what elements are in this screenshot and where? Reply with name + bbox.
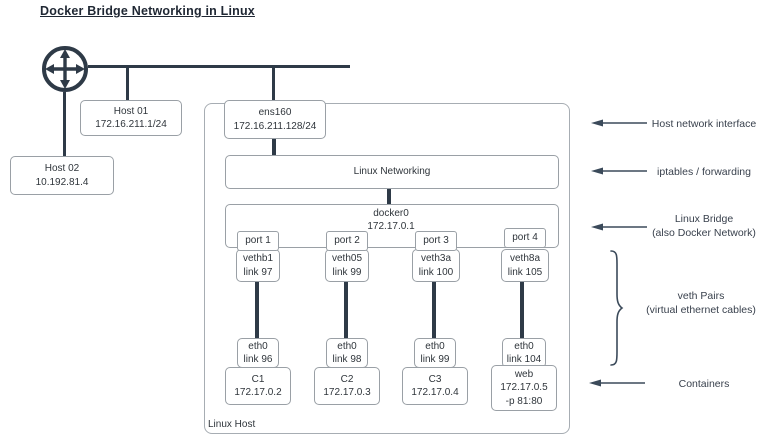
container-c3-node: C3 172.17.0.4: [402, 367, 468, 405]
veth-host-end-2-node: veth05 link 99: [325, 249, 369, 282]
veth-container-end-2-node: eth0 link 98: [326, 338, 368, 368]
eth0-3-name: eth0: [425, 340, 445, 352]
eth0-1-name: eth0: [248, 340, 268, 352]
annotation-containers-label: Containers: [678, 378, 730, 390]
container-web-name: web: [514, 369, 534, 381]
eth0-1-link: link 96: [243, 354, 273, 365]
annotation-host-interface-label: Host network interface: [651, 118, 757, 130]
container-web-ip: 172.17.0.5: [500, 382, 548, 394]
host02-ip: 10.192.81.4: [35, 176, 89, 188]
curly-brace-icon: [610, 250, 624, 366]
veth-2-name: veth05: [331, 253, 363, 265]
port-2-node: port 2: [326, 231, 368, 251]
host01-node: Host 01 172.16.211.1/24: [80, 100, 182, 136]
port-1-node: port 1: [237, 231, 279, 251]
container-c3-ip: 172.17.0.4: [411, 387, 459, 398]
veth-host-end-4-node: veth8a link 105: [501, 249, 549, 282]
eth0-4-link: link 104: [506, 354, 542, 365]
ens160-node: ens160 172.16.211.128/24: [224, 100, 326, 139]
annotation-bridge-label: Linux Bridge (also Docker Network): [652, 213, 756, 240]
veth-container-end-1-node: eth0 link 96: [237, 338, 279, 368]
linux-host-box: [204, 103, 570, 434]
veth-cable-3: [432, 279, 436, 339]
veth-host-end-1-node: vethb1 link 97: [236, 249, 280, 282]
veth-cable-2: [344, 279, 348, 339]
annotation-veth-pairs-label: veth Pairs (virtual ethernet cables): [646, 290, 756, 317]
port-3-label: port 3: [423, 235, 449, 247]
linux-networking-node: Linux Networking: [225, 155, 559, 189]
host01-ip: 172.16.211.1/24: [95, 119, 167, 130]
container-c2-ip: 172.17.0.3: [323, 387, 371, 398]
docker0-node: [225, 204, 559, 248]
annotation-iptables-label: iptables / forwarding: [657, 166, 751, 178]
container-c3-name: C3: [428, 373, 442, 385]
docker0-name: docker0: [373, 208, 409, 219]
eth0-3-link: link 99: [420, 354, 450, 365]
container-c2-name: C2: [340, 373, 354, 385]
router-icon: [42, 46, 88, 92]
container-c1-node: C1 172.17.0.2: [225, 367, 291, 405]
port-3-node: port 3: [415, 231, 457, 251]
docker0-ip: 172.17.0.1: [367, 221, 415, 233]
left-arrow-icon: [591, 119, 647, 127]
host02-node: Host 02 10.192.81.4: [10, 156, 114, 195]
ens160-ip: 172.16.211.128/24: [233, 120, 317, 132]
networking-to-bridge-line: [387, 186, 391, 205]
linux-host-label: Linux Host: [208, 419, 256, 430]
port-4-node: port 4: [504, 228, 546, 248]
port-2-label: port 2: [334, 235, 360, 247]
veth-3-link: link 100: [418, 266, 454, 278]
trunk-line: [88, 65, 350, 68]
left-arrow-icon: [589, 379, 645, 387]
veth-3-name: veth3a: [420, 253, 452, 265]
eth0-4-name: eth0: [514, 340, 534, 352]
veth-1-name: vethb1: [242, 253, 274, 265]
eth0-2-name: eth0: [337, 340, 357, 352]
page-title: Docker Bridge Networking in Linux: [40, 4, 255, 18]
veth-host-end-3-node: veth3a link 100: [412, 249, 460, 282]
container-c1-ip: 172.17.0.2: [234, 387, 282, 398]
container-web-node: web 172.17.0.5 -p 81:80: [491, 365, 557, 411]
host01-uplink-line: [126, 65, 129, 100]
eth0-2-link: link 98: [332, 354, 362, 365]
linux-networking-label: Linux Networking: [353, 166, 431, 178]
left-arrow-icon: [591, 167, 647, 175]
container-c2-node: C2 172.17.0.3: [314, 367, 380, 405]
host01-name: Host 01: [113, 105, 149, 117]
veth-cable-4: [520, 279, 524, 339]
left-arrow-icon: [591, 223, 647, 231]
veth-4-link: link 105: [507, 266, 543, 278]
ens160-name: ens160: [258, 107, 292, 119]
veth-container-end-4-node: eth0 link 104: [502, 338, 546, 368]
veth-2-link: link 99: [332, 266, 362, 278]
container-web-ports: -p 81:80: [505, 395, 543, 407]
port-4-label: port 4: [512, 232, 538, 244]
ens160-to-networking-line: [272, 135, 276, 155]
docker0-title: docker0 172.17.0.1: [225, 207, 557, 233]
veth-4-name: veth8a: [509, 253, 541, 265]
ens160-uplink-line: [272, 65, 275, 100]
veth-container-end-3-node: eth0 link 99: [414, 338, 456, 368]
port-1-label: port 1: [245, 235, 271, 247]
container-c1-name: C1: [251, 373, 265, 385]
host02-uplink-line: [63, 92, 66, 156]
veth-cable-1: [255, 279, 259, 339]
veth-1-link: link 97: [243, 266, 273, 278]
host02-name: Host 02: [44, 163, 80, 175]
